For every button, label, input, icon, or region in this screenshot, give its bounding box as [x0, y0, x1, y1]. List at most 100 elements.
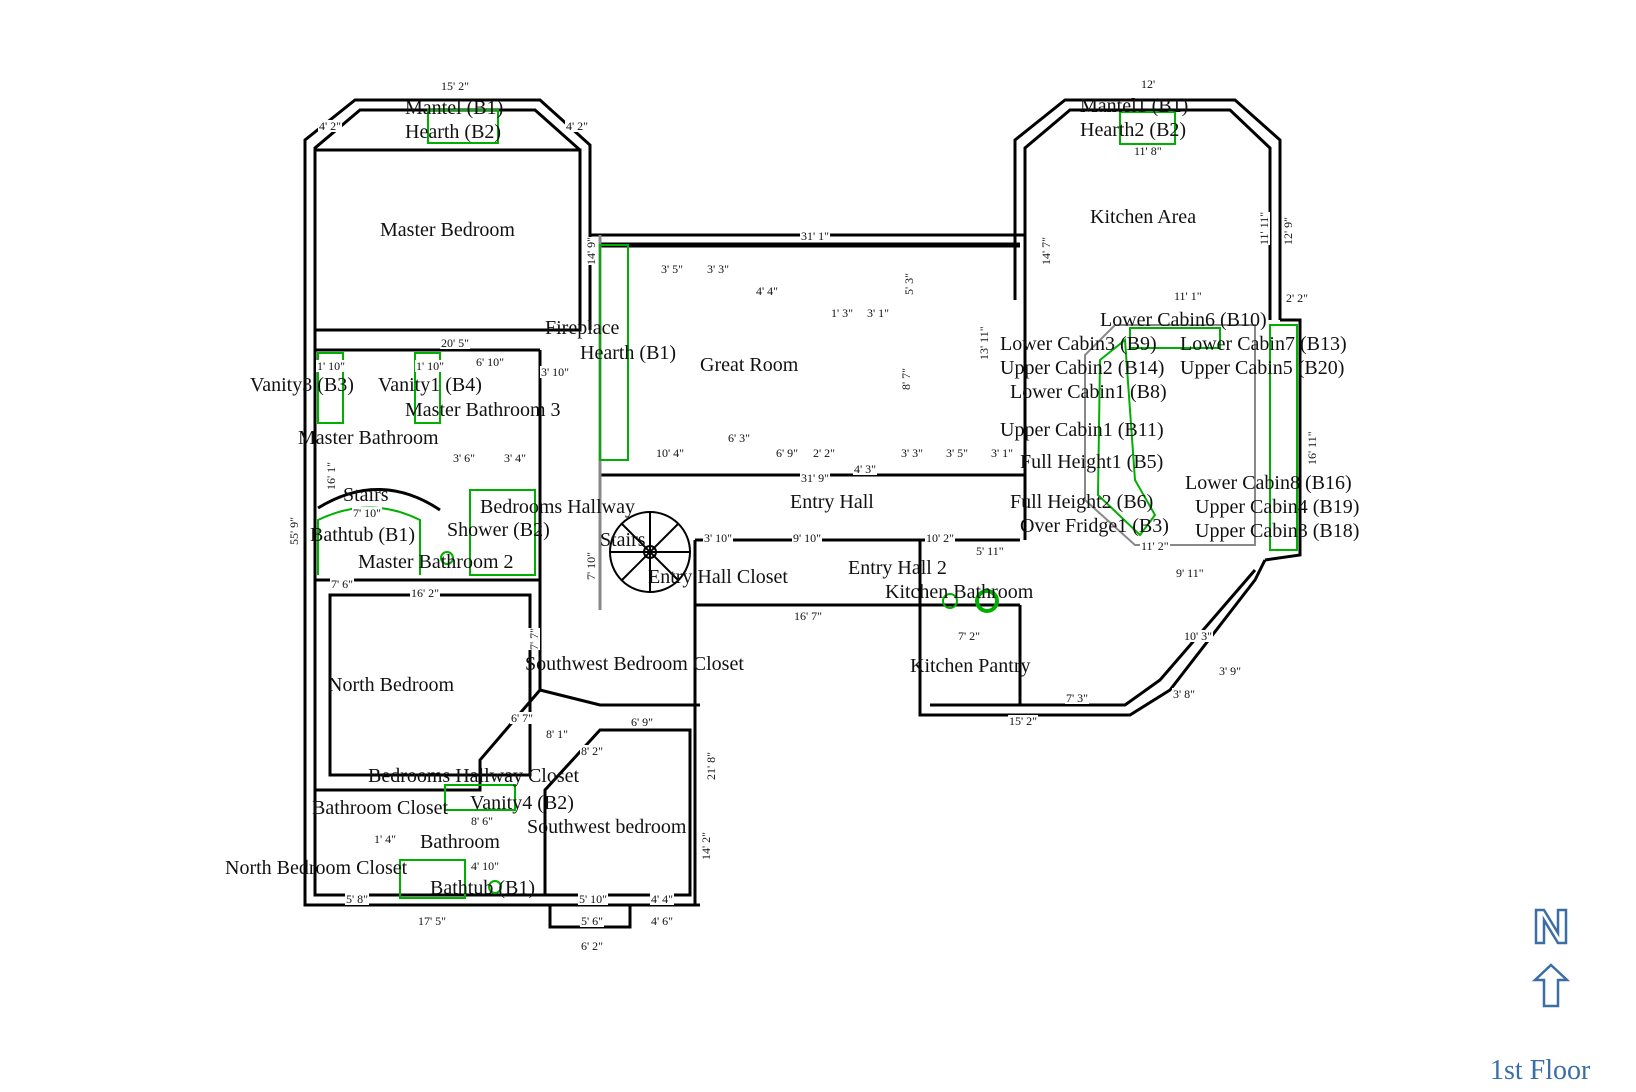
dimension-label: 2' 2" [1285, 291, 1310, 305]
wall-kitchen-octagon [918, 540, 1267, 717]
fixture-label: Full Height2 (B6) [1010, 491, 1154, 513]
room-label: Kitchen Bathroom [885, 581, 1034, 603]
dimension-label: 16' 7" [793, 609, 824, 623]
room-label: Kitchen Area [1090, 206, 1197, 228]
dimension-label: 3' 3" [706, 262, 731, 276]
toilet-fixture [488, 880, 502, 894]
dimension-label: 3' 1" [866, 306, 891, 320]
fixture-label: Bathtub (B1) [430, 877, 535, 899]
dimension-label: 3' 5" [945, 446, 970, 460]
dimension-label: 6' 3" [727, 431, 752, 445]
fixture-label: Vanity1 (B4) [378, 374, 482, 396]
dimension-label: 10' 2" [925, 531, 956, 545]
fixture-label: Shower (B2) [447, 519, 550, 541]
dimension-label: 31' 1" [800, 229, 831, 243]
shower-fixture [469, 489, 536, 576]
dimension-label: 11' 11" [1257, 211, 1271, 245]
dimension-label: 2' 2" [812, 446, 837, 460]
kitchen-cabinets-left [1096, 338, 1157, 537]
room-label: Entry Hall [790, 491, 874, 513]
dimension-label: 15' 2" [1008, 714, 1039, 728]
dimension-label: 17' 5" [417, 914, 448, 928]
dimension-label: 16' 1" [324, 461, 338, 490]
dimension-label: 7' 7" [527, 627, 541, 650]
fixture-label: Full Height1 (B5) [1020, 451, 1164, 473]
fixture-label: Lower Cabin3 (B9) [1000, 333, 1157, 355]
room-label: Master Bathroom 3 [405, 399, 561, 421]
dimension-label: 12' [1140, 77, 1157, 91]
room-label: Bedrooms Hallway Closet [368, 765, 580, 787]
fixture-label: Lower Cabin6 (B10) [1100, 309, 1267, 331]
room-label: North Bedroom Closet [225, 857, 408, 879]
dimension-label: 1' 3" [830, 306, 855, 320]
north-arrow-icon [1531, 908, 1571, 1008]
toilet-fixture [440, 551, 454, 565]
fixture-label: Lower Cabin8 (B16) [1185, 472, 1352, 494]
dimension-label: 4' 2" [565, 119, 590, 133]
room-label: Bathroom [420, 831, 500, 853]
dimension-label: 10' 3" [1183, 629, 1214, 643]
mantel-fixture [427, 109, 499, 144]
fixture-label: Upper Cabin3 (B18) [1195, 520, 1360, 542]
room-label: Bathroom Closet [312, 797, 449, 819]
fixture-label: Mantel (B1) [405, 97, 504, 119]
room-label: Entry Hall 2 [848, 557, 947, 579]
sink-fixture [975, 589, 999, 613]
fixture-label: Bathtub (B1) [310, 524, 415, 546]
curved-stairs [317, 488, 441, 512]
wall-southwest [539, 688, 700, 707]
fixture-label: Over Fridge1 (B3) [1020, 515, 1169, 537]
wall-master-bedroom [303, 98, 592, 330]
fixture-label: Upper Cabin4 (B19) [1195, 496, 1360, 518]
dimension-label: 4' 6" [650, 914, 675, 928]
dimension-label: 3' 10" [540, 365, 571, 379]
wall-kitchen-octagon-inner [930, 569, 1257, 707]
dimension-label: 8' 6" [470, 814, 495, 828]
dimension-label: 14' 7" [1039, 236, 1053, 265]
fixture-label: Vanity3 (B3) [250, 374, 354, 396]
dimension-label: 21' 8" [704, 751, 718, 780]
dimension-label: 7' 10" [352, 506, 383, 520]
dimension-label: 4' 4" [650, 892, 675, 906]
dimension-label: 3' 3" [900, 446, 925, 460]
wall-southwest-bay [548, 903, 632, 929]
spiral-stairs [609, 511, 691, 593]
dimension-label: 5' 10" [578, 892, 609, 906]
room-label: Master Bathroom 2 [358, 551, 514, 573]
room-label: Stairs [343, 484, 389, 506]
fixture-label: Upper Cabin1 (B11) [1000, 419, 1164, 441]
fixture-label: Hearth (B1) [580, 342, 677, 364]
dimension-label: 5' 8" [345, 892, 370, 906]
dimension-label: 13' 11" [977, 326, 991, 360]
wall-master-bedroom-room [313, 148, 582, 332]
room-label: Stairs [600, 529, 646, 551]
room-label: Fireplace [545, 317, 620, 339]
wall-kitchen-area [1013, 98, 1282, 320]
dimension-label: 7' 3" [1065, 691, 1090, 705]
dimension-label: 4' 4" [755, 284, 780, 298]
dimension-label: 4' 3" [853, 462, 878, 476]
room-label: Great Room [700, 354, 799, 376]
dimension-label: 55' 9" [287, 516, 301, 545]
hearth-fixture [599, 244, 629, 461]
dimension-label: 4' 10" [470, 859, 501, 873]
wall [315, 689, 542, 792]
kitchen-island-outline [1084, 324, 1256, 546]
dimension-label: 3' 8" [1172, 687, 1197, 701]
dimension-label: 8' 2" [580, 744, 605, 758]
fixture-label: Mantel1 (B1) [1080, 95, 1189, 117]
fixture-label: Hearth2 (B2) [1080, 119, 1187, 141]
dimension-label: 1' 10" [316, 359, 347, 373]
dimension-label: 3' 1" [990, 446, 1015, 460]
north-compass: N [1530, 905, 1580, 1020]
fixture-label: Lower Cabin1 (B8) [1010, 381, 1167, 403]
dimension-label: 10' 4" [655, 446, 686, 460]
room-label: Bedrooms Hallway [480, 496, 635, 518]
dimension-label: 5' 11" [975, 544, 1005, 558]
dimension-label: 6' 7" [510, 711, 535, 725]
dimension-label: 3' 9" [1218, 664, 1243, 678]
dimension-label: 16' 11" [1305, 431, 1319, 465]
dimension-label: 9' 10" [792, 531, 823, 545]
dimension-label: 6' 10" [475, 355, 506, 369]
